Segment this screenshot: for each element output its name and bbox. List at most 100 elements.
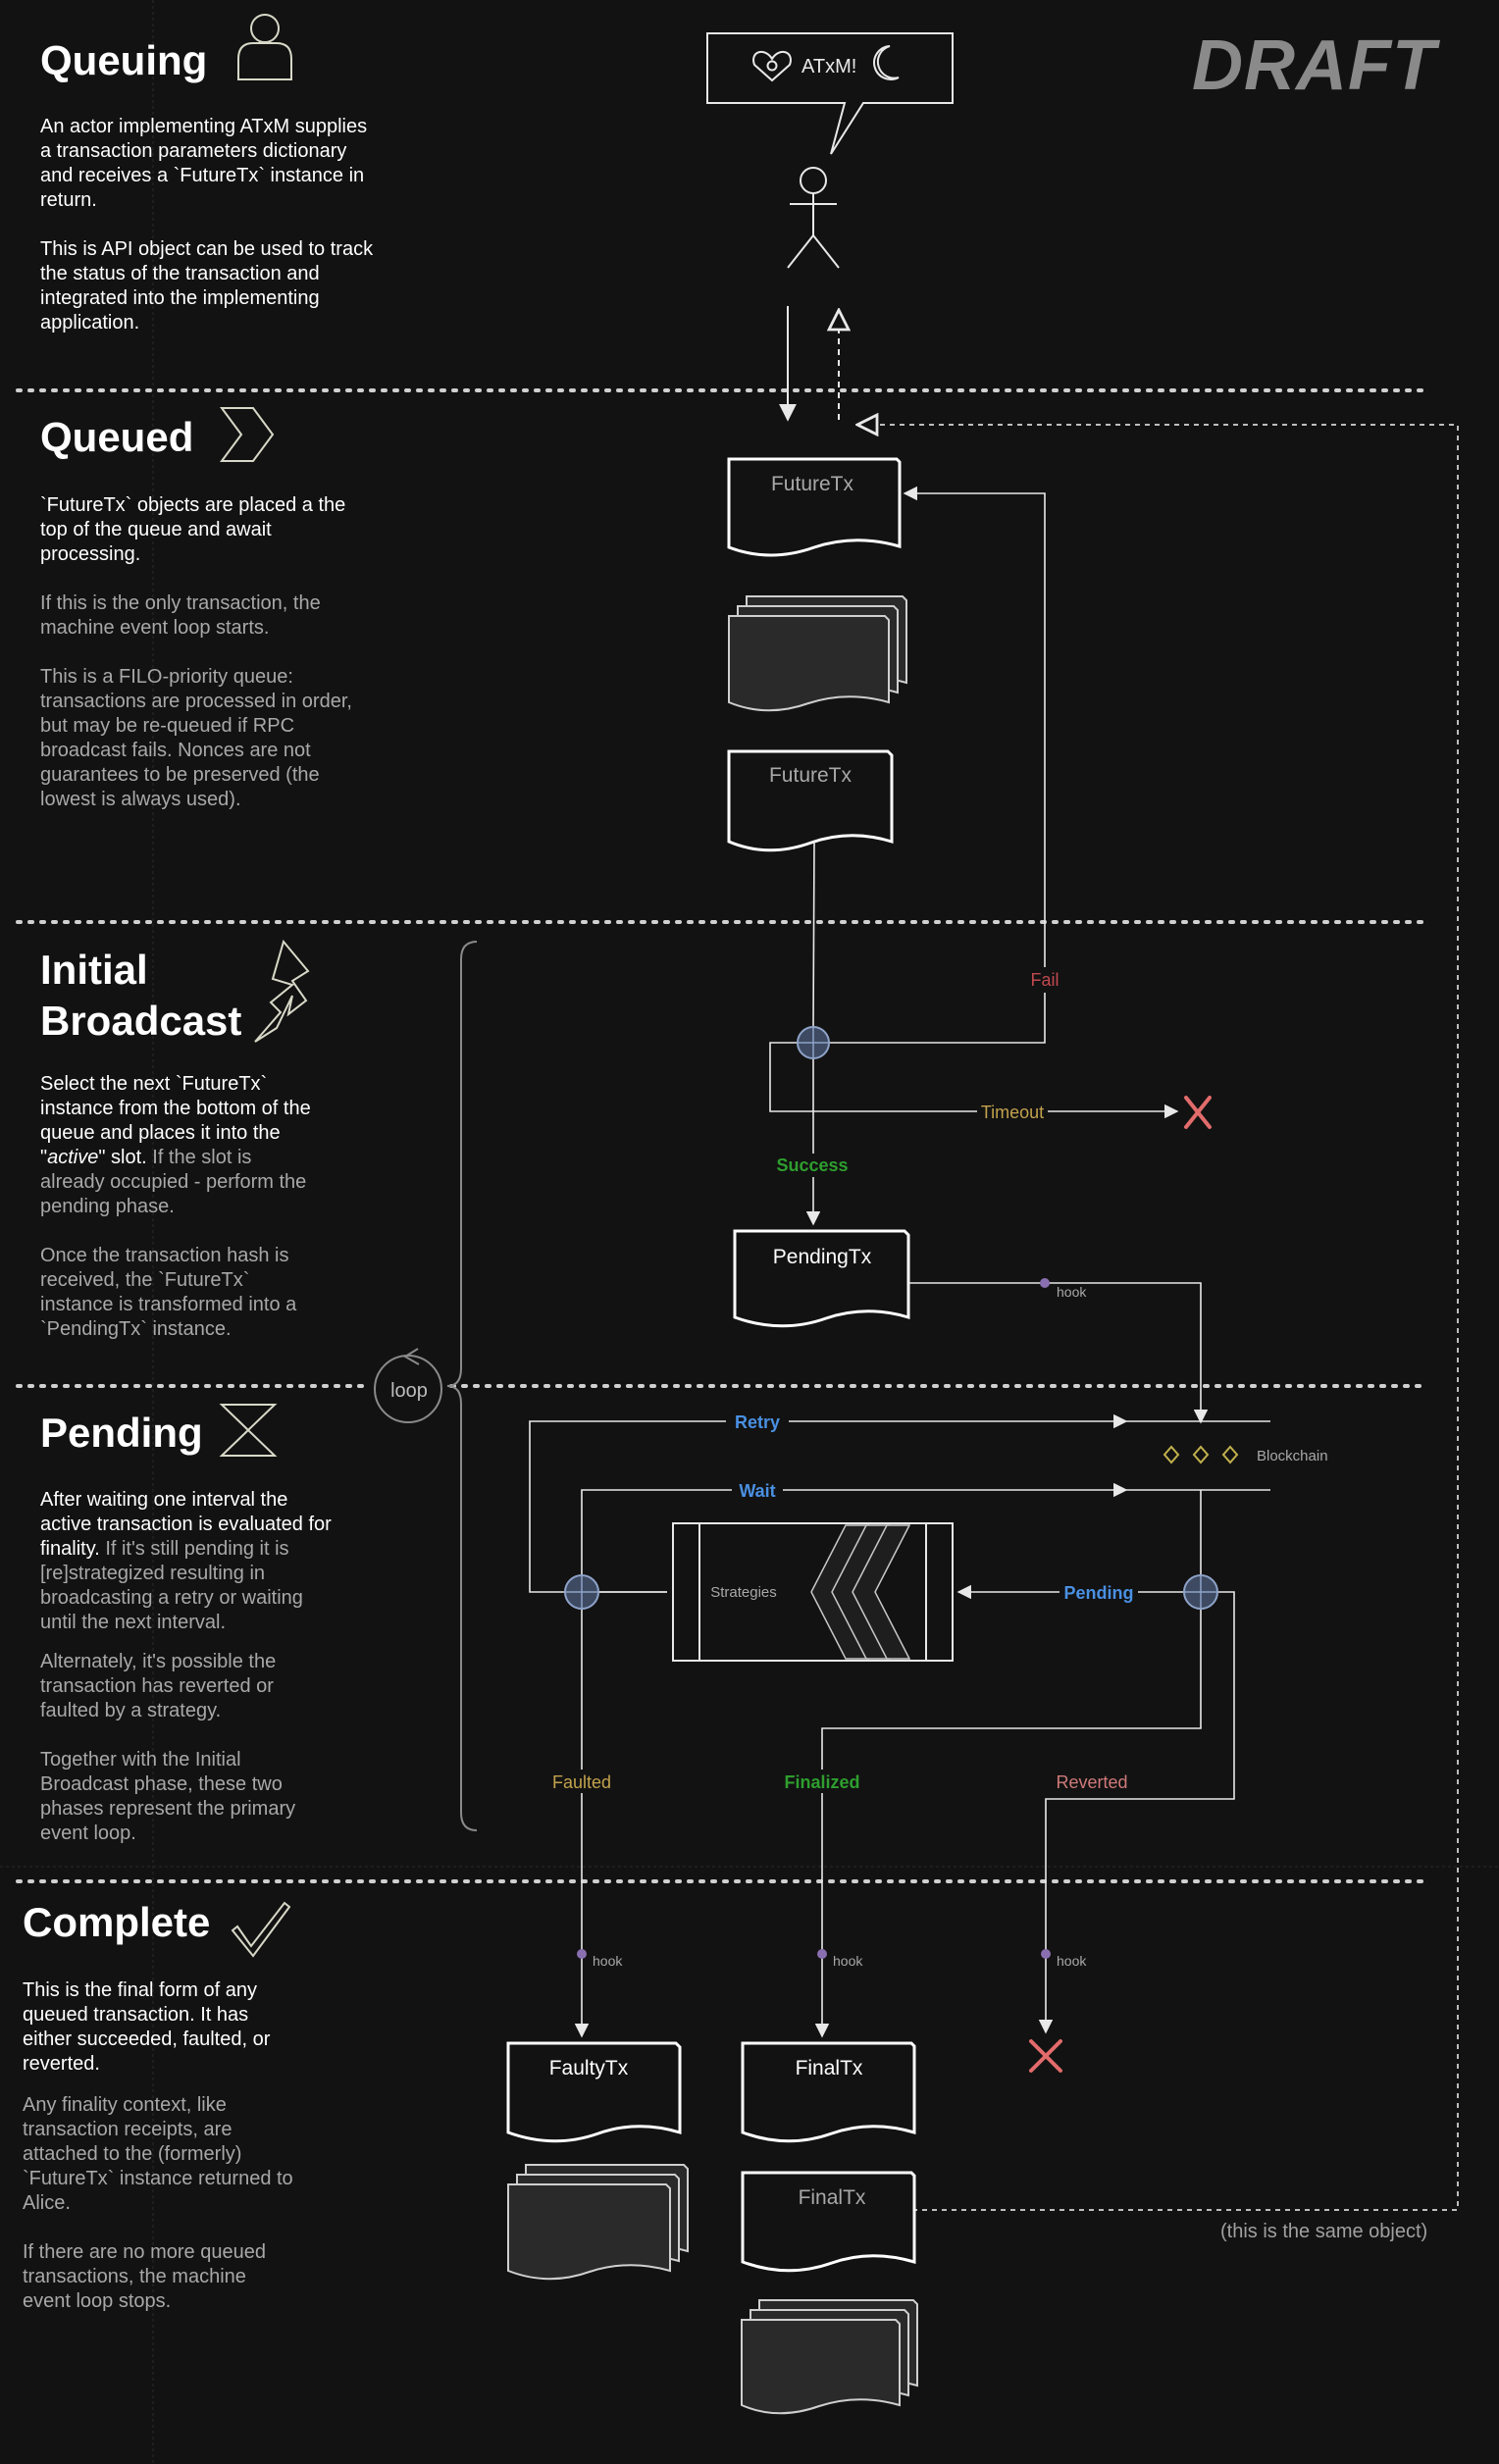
hook-dot [817,1949,827,1959]
hook-dot [577,1949,587,1959]
speech-label: ATxM! [801,56,856,77]
retry-label: Retry [735,1412,780,1432]
finaltx-document: FinalTx [741,2041,916,2143]
broadcast-title-line: Broadcast [40,998,242,1044]
fail-label: Fail [1030,970,1059,990]
broadcast-title: Initial Broadcast [40,945,241,1047]
pendingtx-document: PendingTx [733,1229,910,1328]
pending-text: If it's still pending it is [re]strategi… [40,1538,303,1633]
complete-paragraph: This is the final form of any queued tra… [23,1979,271,2075]
complete-description: This is the final form of any queued tra… [23,1978,297,2338]
queue-stack [728,595,907,712]
futuretx-document: FutureTx [727,457,902,557]
futuretx-active-label: FutureTx [769,764,853,787]
reverted-label: Reverted [1056,1772,1127,1792]
strategies-label: Strategies [710,1584,777,1601]
futuretx-active-document: FutureTx [727,749,894,852]
fail-requeue-line [813,486,1046,1044]
faulted-label: Faulted [552,1772,611,1792]
pending-text: After waiting one interval the active tr… [40,1489,332,1560]
success-label: Success [776,1155,848,1175]
chevron-right-icon [220,407,275,462]
pending-description: After waiting one interval the active tr… [40,1488,335,1871]
strategy-junction [564,1574,599,1610]
pending-paragraph: Alternately, it's possible the transacti… [40,1651,277,1721]
broadcast-title-line: Initial [40,947,148,993]
queued-paragraph: This is a FILO-priority queue: transacti… [40,666,352,810]
wait-label: Wait [739,1481,775,1501]
hook-label: hook [593,1953,623,1969]
faultytx-label: FaultyTx [549,2057,629,2079]
final-stack [741,2299,918,2415]
blockchain-icon [1163,1445,1239,1464]
finaltx-label: FinalTx [796,2057,863,2079]
timeout-label: Timeout [981,1103,1044,1122]
finaltx-same-label: FinalTx [799,2186,866,2209]
hook-dot [1040,1278,1050,1288]
evaluation-junction [1183,1574,1218,1610]
same-object-line [857,425,1459,2211]
complete-title: Complete [23,1899,211,1945]
hourglass-icon [219,1404,278,1457]
queued-paragraph: If this is the only transaction, the mac… [40,592,321,639]
pending-label-bg [1060,1580,1138,1604]
pending-label: Pending [1064,1583,1134,1603]
faultytx-document: FaultyTx [506,2041,682,2143]
futuretx-to-broadcast-line [812,841,815,1029]
hook-dot [1041,1949,1051,1959]
queuing-paragraph: An actor implementing ATxM supplies a tr… [40,116,368,211]
blockchain-label: Blockchain [1257,1448,1328,1464]
broadcast-description: Select the next `FutureTx` instance from… [40,1072,320,1366]
pending-paragraph: After waiting one interval the active tr… [40,1488,335,1635]
queuing-description: An actor implementing ATxM supplies a tr… [40,115,374,360]
finaltx-same-document: FinalTx [741,2171,916,2273]
wait-line [581,1482,1128,1577]
pending-title: Pending [40,1410,203,1456]
queued-description: `FutureTx` objects are placed a the top … [40,493,354,837]
queuing-paragraph: This is API object can be used to track … [40,238,374,334]
queued-paragraph: `FutureTx` objects are placed a the top … [40,494,346,565]
futuretx-label: FutureTx [771,473,854,495]
pending-paragraph: Together with the Initial Broadcast phas… [40,1749,296,1844]
lightning-icon [254,939,310,1043]
pendingtx-label: PendingTx [773,1246,872,1268]
strategies-box: Strategies [672,1522,954,1662]
finalized-line [814,1609,1202,2038]
fail-label-bg [1022,967,1067,993]
same-object-note: (this is the same object) [1220,2221,1428,2242]
pendingtx-hook-line [908,1282,1209,1424]
reverted-line [1038,1591,1235,2034]
finalized-label-bg [779,1770,865,1793]
retry-label-bg [726,1410,789,1433]
wait-label-bg [732,1478,783,1502]
queued-title: Queued [40,414,194,460]
complete-paragraph: Any finality context, like transaction r… [23,2094,293,2214]
loop-icon: loop [374,1348,442,1423]
broadcast-paragraph: Select the next `FutureTx` instance from… [40,1072,320,1219]
hook-label: hook [833,1953,863,1969]
success-label-bg [767,1154,859,1177]
section-separators [16,388,1424,1883]
reverted-x-icon [1029,2039,1062,2073]
timeout-line [769,1042,1179,1119]
draft-watermark: DRAFT [1192,26,1436,105]
loop-label: loop [390,1380,428,1402]
broadcast-text: If the slot is already occupied - perfor… [40,1147,307,1217]
timeout-x-icon [1184,1096,1212,1129]
hook-label: hook [1057,1284,1087,1300]
broadcast-active-word: active [47,1147,99,1168]
checkmark-icon [231,1901,291,1958]
user-icon [237,14,292,80]
actor-figure [787,167,840,269]
broadcast-text: " slot. [98,1147,147,1168]
faulty-stack [507,2164,689,2281]
broadcast-junction [797,1026,830,1059]
moon-icon [873,45,900,80]
timeout-label-bg [977,1100,1048,1123]
broadcast-text: Select the next `FutureTx` instance from… [40,1073,311,1168]
hook-label: hook [1057,1953,1087,1969]
loop-brace [446,941,478,1831]
broadcast-paragraph: Once the transaction hash is received, t… [40,1245,297,1340]
